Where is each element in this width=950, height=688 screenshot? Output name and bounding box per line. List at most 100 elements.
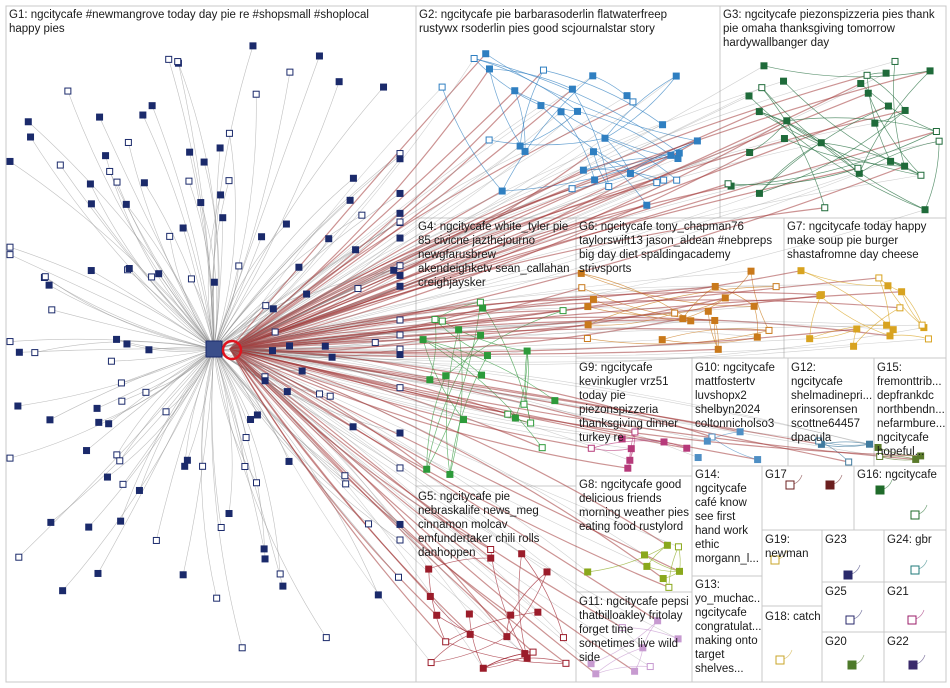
edge [229,348,713,438]
edge [229,285,777,350]
node [631,667,639,675]
node [498,187,506,195]
edge [229,298,594,350]
node [166,232,174,240]
node [252,90,260,98]
node [926,67,934,75]
node [907,615,917,625]
node [241,463,249,471]
node [753,333,761,341]
edge [521,553,564,638]
edge [229,120,788,350]
node [15,553,23,561]
edge [229,92,869,350]
node [200,158,208,166]
edge [30,136,215,350]
node [815,437,823,445]
node [584,321,592,329]
node [659,121,667,129]
node [618,624,626,632]
node [162,408,170,416]
node [693,137,701,145]
node [478,371,486,379]
node [242,434,250,442]
edge [728,167,859,186]
group-label-g8: G8: ngcitycafe good delicious friends mo… [579,479,689,533]
node [118,397,126,405]
edge [229,348,592,664]
edge [229,348,648,567]
edge [111,348,215,362]
edge [229,348,447,643]
group-label-g19: G19: newman [765,534,809,560]
node [103,473,111,481]
group-label-g12: G12: ngcitycafe shelmadinepri... erinsor… [791,362,873,444]
node [584,568,592,576]
edge [126,343,215,352]
node [694,454,702,462]
edge [213,348,369,525]
node [352,246,360,254]
node [624,464,632,472]
node [583,335,591,343]
node [380,83,388,91]
node [455,326,463,334]
node [523,654,531,662]
edge [229,151,750,350]
edge [445,641,566,664]
node [426,376,434,384]
edge [17,348,215,407]
node [627,445,635,453]
node [6,454,14,462]
node [629,98,637,106]
edge [229,145,521,350]
group-label-g4: G4: ngcitycafe white_tyler pie 85 civicn… [418,221,570,289]
node [27,133,35,141]
edge [229,348,630,461]
node [298,367,306,375]
group-label-g11: G11: ngcitycafe pepsi thatbilloakley fri… [579,596,689,664]
edge [156,348,215,541]
node [442,638,450,646]
node [425,565,433,573]
node [584,303,592,311]
node [587,660,595,668]
edge [229,111,760,350]
edge [430,596,471,635]
node [390,266,398,274]
node [95,418,103,426]
node [568,85,576,93]
node [845,615,855,625]
node [562,659,570,667]
edge [750,271,770,331]
edge [759,111,859,169]
node [106,167,114,175]
node [186,148,194,156]
node [557,108,565,116]
node [487,554,495,562]
edge [99,116,215,350]
node [45,281,53,289]
edge [229,348,916,461]
node [479,304,487,312]
node [485,65,493,73]
node [105,420,113,428]
edge [142,114,215,350]
edge [821,142,922,176]
edge [678,546,681,572]
edge [753,306,759,338]
edge [229,87,762,350]
node [750,302,758,310]
edge [901,291,923,326]
edge [229,284,888,350]
edge [518,553,528,659]
node [875,274,883,282]
node [935,137,943,145]
node [534,608,542,616]
node [442,372,450,380]
edge [213,348,327,638]
node [765,326,773,334]
node [578,284,586,292]
hub-self-loop-ring [221,339,243,361]
edge [445,611,538,643]
